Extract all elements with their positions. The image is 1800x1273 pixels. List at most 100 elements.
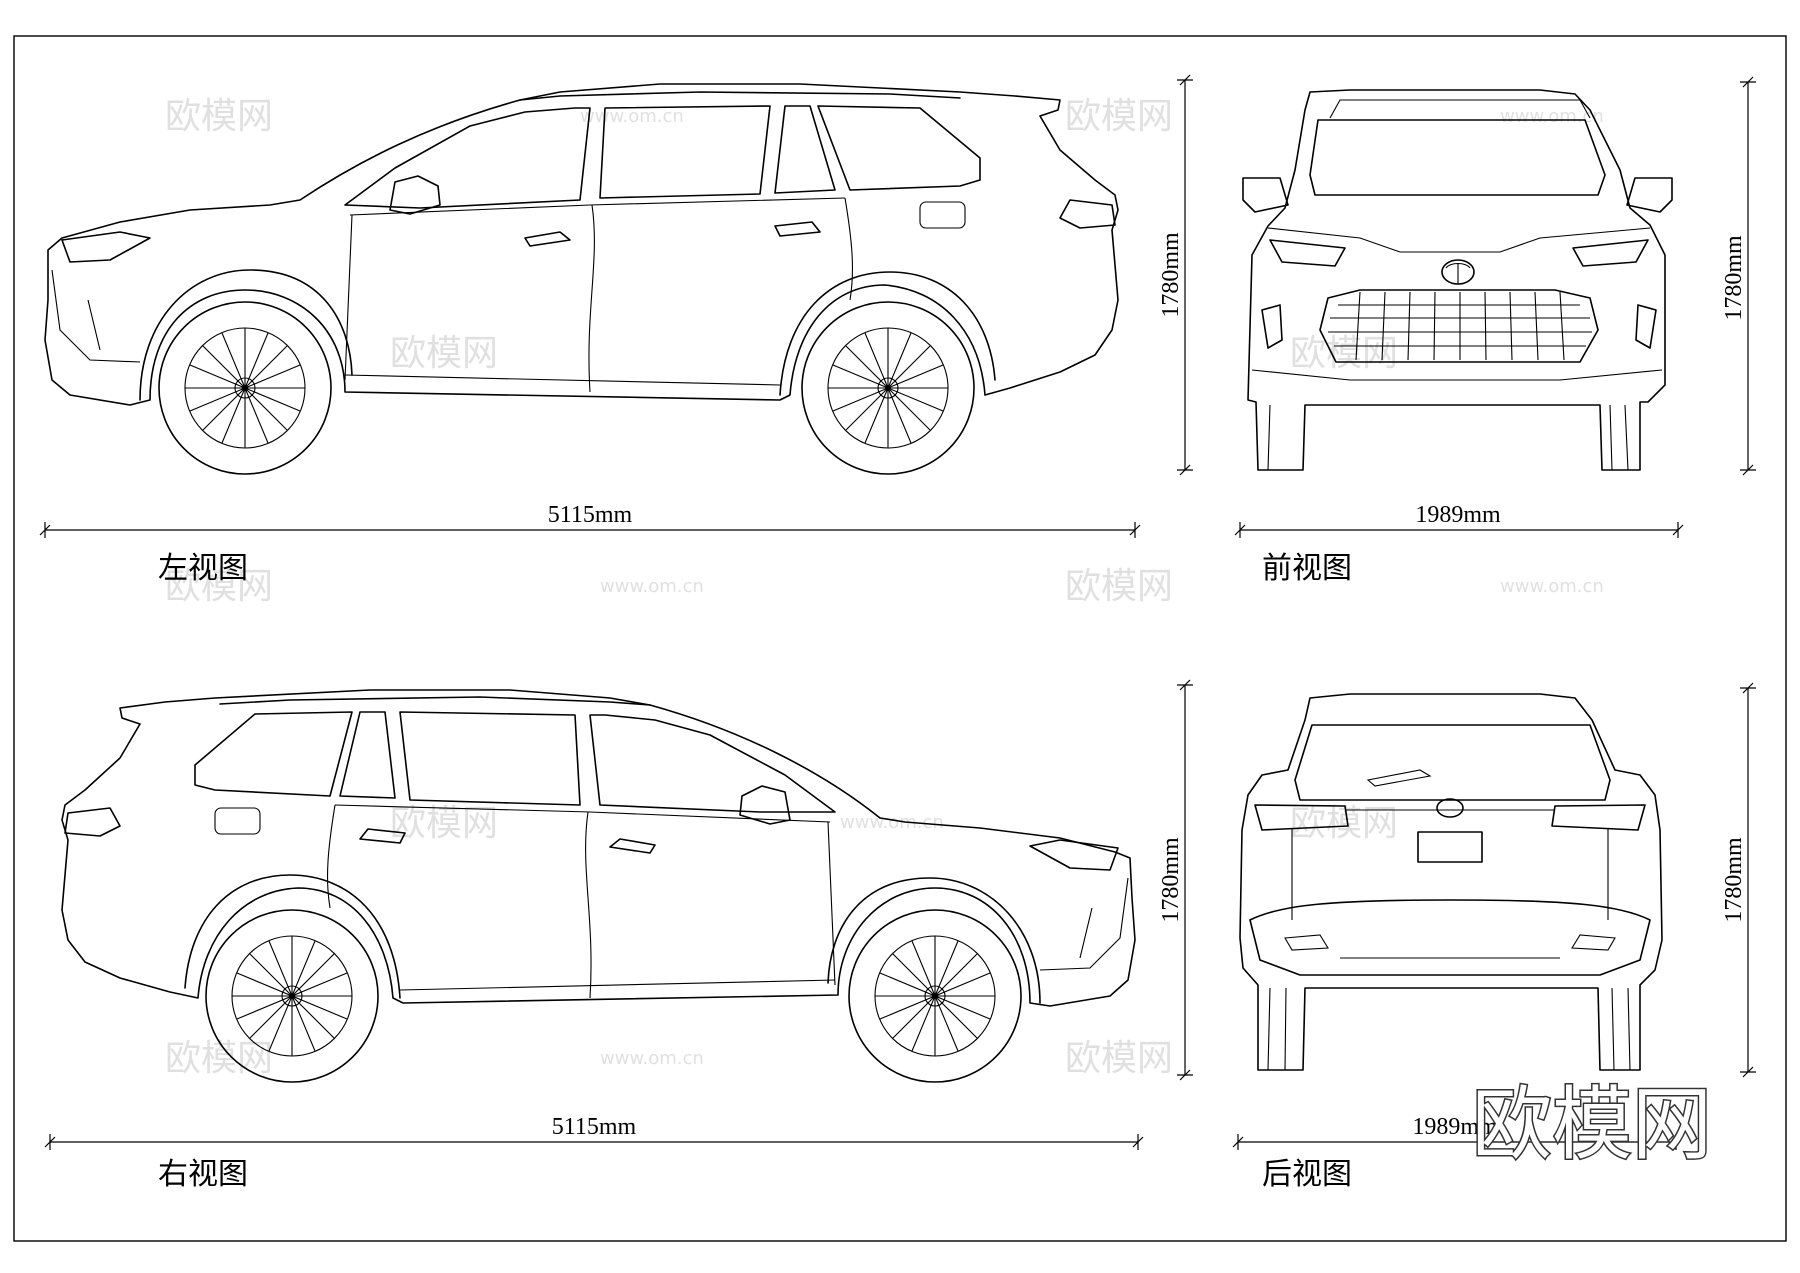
left-view-b-pillar-seam (588, 204, 595, 393)
rear-view-reflectors (1284, 934, 1616, 951)
left-view-rear-door-handle (774, 221, 821, 237)
watermark-url: www.om.cn (600, 1048, 704, 1069)
watermark-text: 欧模网 (165, 1038, 273, 1079)
left-view-front-window (344, 107, 591, 209)
watermark-url: www.om.cn (1500, 106, 1604, 127)
watermark-text: 欧模网 (1065, 96, 1173, 137)
right-view-taillight (64, 807, 121, 837)
left-view-taillight (1059, 199, 1116, 229)
rear-view-body-outline (1239, 693, 1663, 1071)
watermark-text: 欧模网 (165, 96, 273, 137)
right-view-middle-window (399, 711, 581, 806)
right-view-fuel-door (214, 807, 261, 835)
left-view-caption: 左视图 (158, 551, 248, 586)
watermark-text: 欧模网 (1065, 1038, 1173, 1079)
left-view-belt-line (349, 197, 846, 216)
front-view-hood-line (1267, 227, 1651, 253)
right-view-pillar-window (339, 711, 396, 799)
right-side-view (61, 689, 1136, 1083)
rear-view-caption: 后视图 (1262, 1157, 1352, 1192)
rear-view-wiper (1366, 769, 1432, 787)
front-view-height-dimension: 1780mm (1721, 76, 1756, 476)
rear-view-tailgate-edges (1291, 828, 1609, 920)
right-view-fog-light (1079, 907, 1093, 959)
left-view-body-outline (44, 83, 1119, 406)
watermark-text: 欧模网 (1290, 333, 1398, 374)
front-view-right-mirror (1626, 177, 1673, 213)
left-view-rear-door-edge (844, 197, 854, 301)
rear-view-width-label: 1989mm (1412, 1114, 1498, 1140)
left-view-front-wheel-arch (139, 269, 353, 401)
front-view-width-label: 1989mm (1415, 502, 1501, 528)
right-view-headlight (1029, 839, 1119, 871)
front-view-grille-pattern (1328, 291, 1592, 361)
rear-view-rear-window (1294, 724, 1611, 801)
right-view-rear-window (194, 711, 353, 797)
right-view-side-mirror (739, 785, 791, 825)
front-view-right-fog-light (1635, 304, 1657, 349)
right-view-height-label: 1780mm (1158, 837, 1184, 923)
left-view-rear-window (817, 105, 981, 191)
left-view-rocker-line (344, 374, 781, 386)
watermark-text: 欧模网 (1065, 566, 1173, 607)
sheet-border (13, 35, 1787, 1242)
left-view-length-label: 5115mm (548, 502, 633, 528)
front-view-left-headlight (1269, 239, 1346, 267)
front-view-body-outline (1247, 89, 1666, 471)
left-view-height-label: 1780mm (1158, 232, 1184, 318)
rear-view-license-plate (1417, 831, 1483, 863)
right-view-length-dimension: 5115mm (44, 1114, 1144, 1150)
front-view-left-mirror (1242, 177, 1289, 213)
right-view-rear-wheel-arch (184, 874, 401, 999)
brand-watermark: 欧模网 (1472, 1078, 1712, 1171)
watermark-text: 欧模网 (390, 333, 498, 374)
rear-view-height-dimension: 1780mm (1721, 682, 1756, 1078)
right-view-b-pillar-seam (585, 811, 592, 999)
right-view-front-door-handle (609, 838, 656, 854)
rear-view-rear-bumper (1249, 899, 1651, 976)
left-view-pillar-window (774, 105, 836, 194)
left-view-middle-window (599, 105, 771, 199)
rear-view-right-taillight (1551, 804, 1646, 831)
right-view-body-outline (61, 689, 1136, 1007)
right-view-length-label: 5115mm (552, 1114, 637, 1140)
watermark-text: 欧模网 (390, 803, 498, 844)
watermark-url: www.om.cn (1500, 576, 1604, 597)
front-view-caption: 前视图 (1262, 551, 1352, 586)
watermark-text: 欧模网 (165, 566, 273, 607)
front-view-tires (1267, 404, 1629, 471)
right-view-front-wheel-arch (827, 877, 1041, 1004)
front-view-lower-bumper (1251, 369, 1663, 381)
left-view-roof-rail (519, 91, 961, 101)
right-view-roof-rail (219, 696, 651, 706)
front-view-windshield (1309, 119, 1606, 196)
left-view-front-door-edge (344, 214, 353, 381)
left-view-front-door-handle (524, 231, 571, 247)
right-view-front-wheel (848, 909, 1022, 1083)
front-view (1242, 89, 1673, 471)
left-view-front-bumper-line (51, 269, 141, 363)
front-view-height-label: 1780mm (1721, 235, 1747, 321)
watermark-url: www.om.cn (580, 106, 684, 127)
right-view-height-dimension: 1780mm (1158, 679, 1193, 1081)
left-view-side-mirror (389, 175, 441, 215)
front-view-width-dimension: 1989mm (1234, 502, 1684, 538)
left-view-fuel-door (919, 201, 966, 229)
right-view-front-bumper-line (1039, 877, 1129, 971)
front-view-grille (1319, 289, 1599, 363)
rear-view-left-taillight (1254, 804, 1349, 831)
right-view-front-window (589, 714, 836, 813)
left-view-front-wheel (158, 301, 332, 475)
rear-view-height-label: 1780mm (1721, 837, 1747, 923)
right-view-rear-door-edge (326, 804, 336, 909)
right-view-rocker-line (399, 979, 836, 991)
watermark-url: www.om.cn (600, 576, 704, 597)
right-view-belt-line (334, 804, 831, 823)
right-view-rear-door-handle (359, 828, 406, 844)
left-view-rear-wheel-arch (779, 271, 996, 396)
left-view-length-dimension: 5115mm (39, 502, 1141, 538)
right-view-rear-wheel (205, 909, 379, 1083)
left-view-headlight (61, 231, 151, 263)
left-view-rear-wheel (801, 301, 975, 475)
